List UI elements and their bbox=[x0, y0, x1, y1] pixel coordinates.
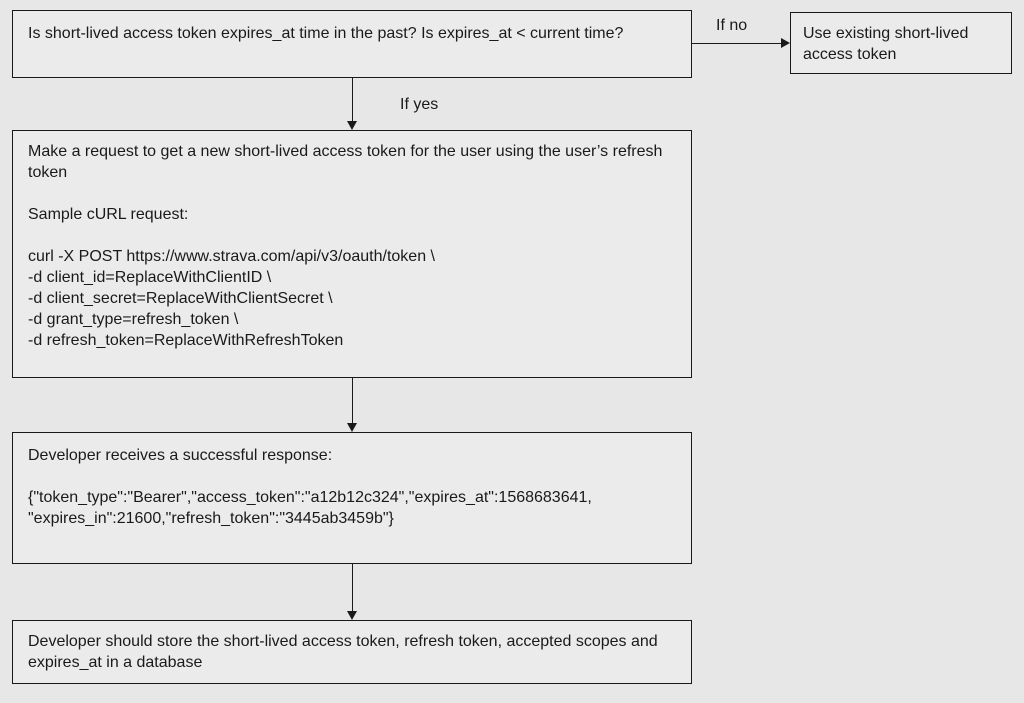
arrow-down-to-store-line bbox=[352, 564, 353, 613]
arrow-down-icon bbox=[347, 611, 357, 620]
arrow-right-icon bbox=[781, 38, 790, 48]
use-existing-token-box: Use existing short-lived access token bbox=[790, 12, 1012, 74]
arrow-down-to-response-line bbox=[352, 378, 353, 425]
arrow-right-if-no-line bbox=[692, 43, 783, 44]
refresh-request-box: Make a request to get a new short-lived … bbox=[12, 130, 692, 378]
store-tokens-box: Developer should store the short-lived a… bbox=[12, 620, 692, 684]
arrow-down-if-yes-line bbox=[352, 78, 353, 123]
successful-response-box: Developer receives a successful response… bbox=[12, 432, 692, 564]
edge-label-if-yes: If yes bbox=[400, 96, 439, 113]
arrow-down-icon bbox=[347, 121, 357, 130]
decision-box-token-expired: Is short-lived access token expires_at t… bbox=[12, 10, 692, 78]
arrow-down-icon bbox=[347, 423, 357, 432]
edge-label-if-no: If no bbox=[716, 17, 748, 34]
